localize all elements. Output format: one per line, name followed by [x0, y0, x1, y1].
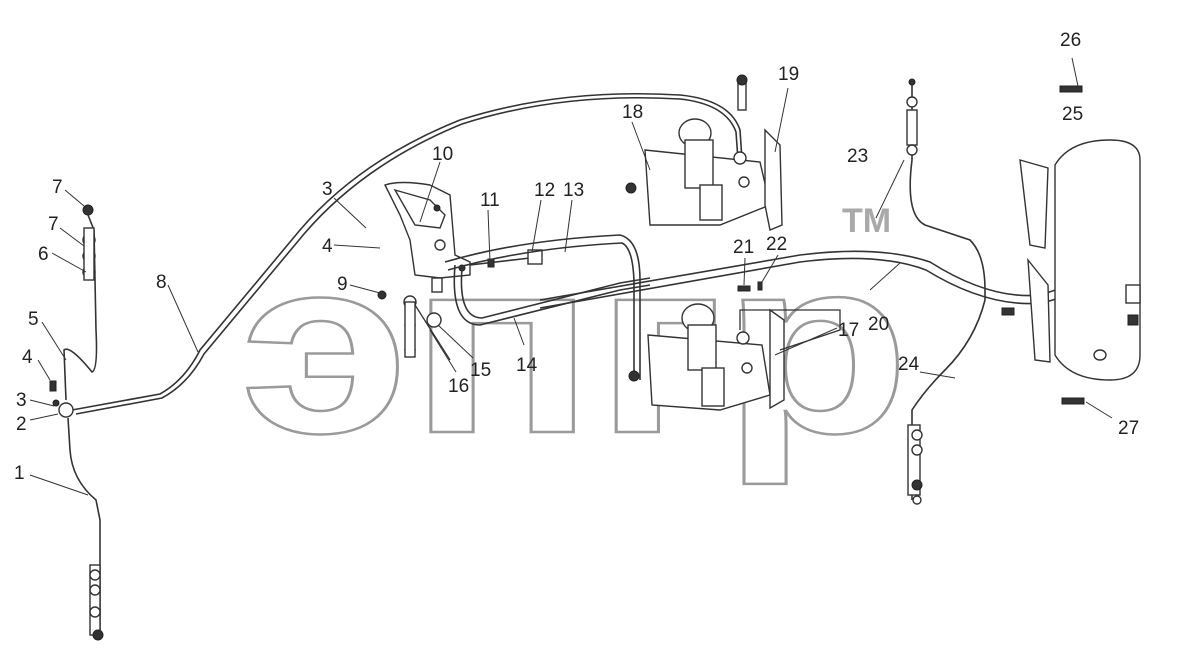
callout-2: 2 — [16, 414, 27, 435]
hydraulic-fittings — [403, 295, 451, 361]
callout-13: 13 — [563, 180, 584, 201]
callout-4: 4 — [322, 236, 333, 257]
callout-23: 23 — [847, 146, 868, 167]
upper-left-fittings — [82, 204, 96, 281]
callout-19: 19 — [778, 64, 799, 85]
callout-20: 20 — [868, 314, 889, 335]
callout-6: 6 — [38, 244, 49, 265]
pipe-5 — [63, 214, 98, 401]
callout-21: 21 — [733, 237, 754, 258]
callout-8: 8 — [156, 272, 167, 293]
pipe-13-14 — [444, 234, 651, 380]
callout-12: 12 — [534, 180, 555, 201]
callout-24: 24 — [898, 354, 920, 375]
brake-chamber-upper — [625, 74, 783, 231]
fittings-24 — [907, 424, 923, 505]
air-tank — [1001, 85, 1141, 405]
callout-3: 3 — [16, 390, 27, 411]
fittings-23 — [906, 78, 918, 156]
callout-10: 10 — [432, 144, 453, 165]
callout-3: 3 — [322, 179, 333, 200]
callout-25: 25 — [1062, 104, 1083, 125]
pipe-23 — [909, 82, 986, 300]
pipe-8 — [71, 92, 743, 415]
callout-16: 16 — [448, 376, 469, 397]
watermark: эпгр TM — [239, 202, 912, 486]
callout-9: 9 — [337, 274, 348, 295]
callout-18: 18 — [622, 102, 643, 123]
watermark-tm: TM — [842, 202, 891, 240]
callout-4: 4 — [22, 347, 33, 368]
tee-fitting — [49, 380, 74, 418]
callout-26: 26 — [1060, 30, 1081, 51]
callout-22: 22 — [766, 234, 787, 255]
callout-11: 11 — [480, 190, 500, 211]
callout-1: 1 — [14, 463, 25, 484]
watermark-logo: эпгр — [240, 206, 910, 485]
callout-14: 14 — [516, 355, 538, 376]
lower-left-fittings — [89, 564, 104, 641]
callout-17: 17 — [838, 320, 859, 341]
leader-lines — [29, 57, 1113, 496]
callout-5: 5 — [28, 309, 39, 330]
callout-labels: 1 2 3 3 4 4 5 6 7 7 8 9 10 11 12 13 14 1… — [14, 30, 1139, 484]
callout-7: 7 — [52, 177, 63, 198]
pipe-1 — [67, 417, 101, 630]
callout-15: 15 — [470, 360, 491, 381]
pipe-24 — [911, 299, 986, 500]
pipe-11-12 — [469, 249, 543, 268]
brake-chamber-lower — [628, 281, 841, 411]
brake-valve-bracket — [377, 181, 471, 300]
callout-7: 7 — [48, 214, 59, 235]
callout-27: 27 — [1118, 418, 1139, 439]
